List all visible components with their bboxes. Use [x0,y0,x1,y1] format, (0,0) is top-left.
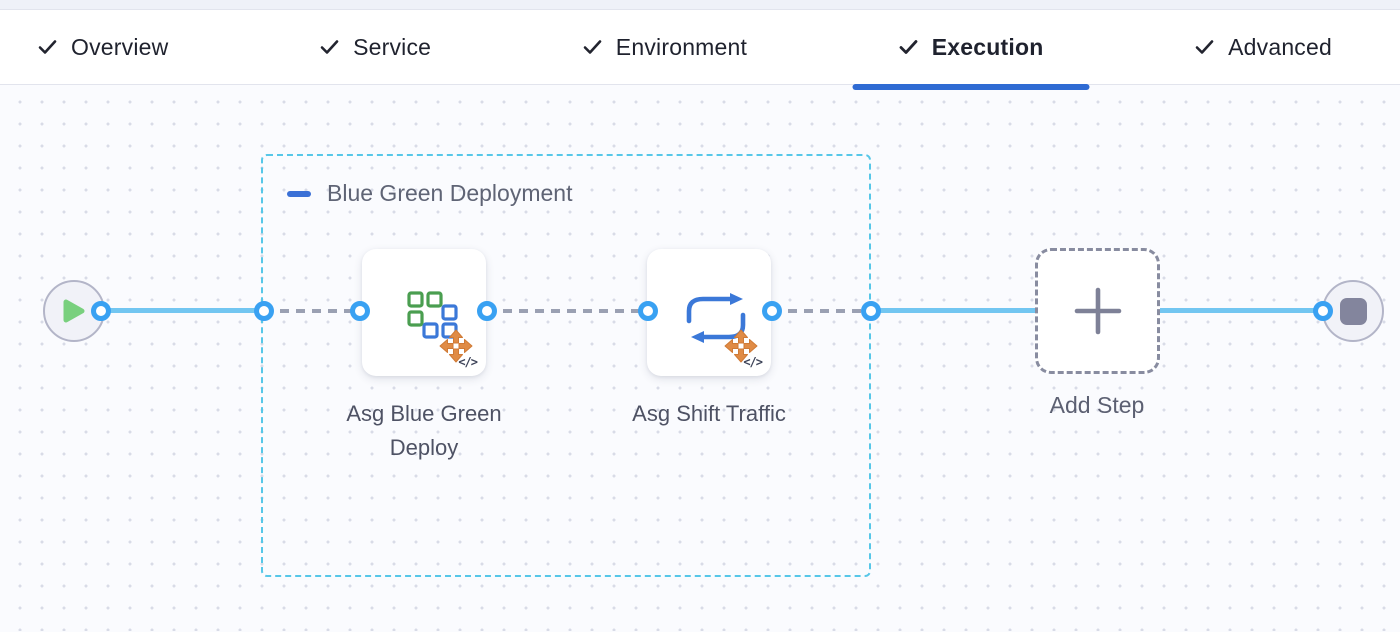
pipeline-stage-tabbar: Overview Service Environment Execution A… [0,10,1400,90]
step-card-asg-shift-traffic[interactable]: </> [647,249,771,376]
check-icon [38,40,57,54]
connector-group-in[interactable] [254,301,274,321]
connector-group-out[interactable] [861,301,881,321]
drag-move-icon [439,329,473,363]
step-group-blue-green-deployment[interactable]: Blue Green Deployment [261,154,871,577]
step-card-asg-blue-green-deploy[interactable]: </> [362,249,486,376]
edge-step2-to-group-exit [772,309,871,313]
edge-start-to-group [101,308,264,313]
check-icon [583,40,602,54]
window-top-strip [0,0,1400,10]
tab-overview[interactable]: Overview [38,10,168,84]
stop-icon [1339,297,1367,325]
collapse-group-icon[interactable] [287,190,311,197]
tab-service-label: Service [353,33,432,60]
connector-start-out[interactable] [91,301,111,321]
pipeline-end-node[interactable] [1322,280,1384,342]
connector-end-in[interactable] [1313,301,1333,321]
plus-icon [1074,287,1121,335]
step-group-label: Blue Green Deployment [327,180,573,206]
check-icon [320,40,339,54]
edge-group-to-step1 [264,309,360,313]
connector-step2-in[interactable] [638,301,658,321]
pipeline-canvas[interactable]: Blue Green Deployment [0,85,1400,631]
tab-overview-label: Overview [71,33,169,60]
tab-advanced-label: Advanced [1228,33,1332,60]
check-icon [1195,40,1214,54]
add-step-button[interactable] [1035,248,1160,374]
active-tab-underline [852,84,1090,90]
tab-service[interactable]: Service [320,10,431,84]
asg-shift-traffic-icon [686,293,746,343]
edge-add-step-to-end [1160,308,1323,313]
edge-step1-to-step2 [487,309,648,313]
tab-advanced[interactable]: Advanced [1195,10,1332,84]
step-label-asg-blue-green-deploy: Asg Blue Green Deploy [346,401,502,460]
code-view-icon[interactable]: </> [743,355,763,369]
drag-move-icon [724,329,758,363]
tab-execution[interactable]: Execution [852,10,1090,90]
check-icon [899,40,918,54]
add-step-label: Add Step [1049,392,1145,418]
tab-environment[interactable]: Environment [583,10,747,84]
step-group-header: Blue Green Deployment [287,180,572,207]
step-label-asg-shift-traffic: Asg Shift Traffic [632,401,786,426]
connector-step1-out[interactable] [477,301,497,321]
code-view-icon[interactable]: </> [458,355,478,369]
edge-group-to-add-step [871,308,1035,313]
connector-step2-out[interactable] [762,301,782,321]
tab-environment-label: Environment [615,33,748,60]
tab-execution-label: Execution [931,33,1044,60]
connector-step1-in[interactable] [350,301,370,321]
play-icon [63,299,85,323]
